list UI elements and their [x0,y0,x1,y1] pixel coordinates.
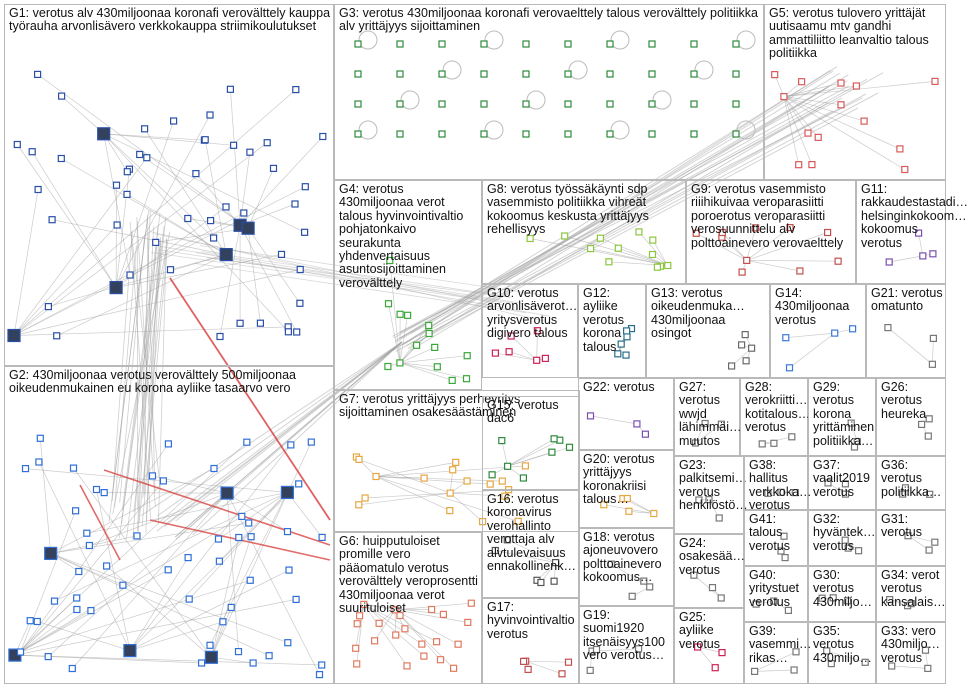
group-panel-g3: G3: verotus 430miljoonaa koronafi verova… [334,4,764,180]
group-label-g37: G37: vaalit2019 verotus [813,458,870,499]
group-label-g38: G38: hallitus verkkoka… verotus [749,458,812,513]
group-panel-g18: G18: verotus ajoneuvovero polttoainevero… [578,528,674,606]
group-label-g24: G24: osakesää… verotus [679,536,746,577]
group-label-g20: G20: verotus yrittäjyys koronakriisi tal… [583,452,655,507]
group-label-g22: G22: verotus [583,380,655,394]
group-panel-g5: G5: verotus tulovero yrittäjät uutisaamu… [764,4,946,180]
group-panel-g20: G20: verotus yrittäjyys koronakriisi tal… [578,450,674,528]
group-panel-g26: G26: verotus heureka [876,378,946,456]
group-label-g29: G29: verotus korona yrittäminen politiik… [813,380,875,448]
group-label-g28: G28: verokriitti… kotitalous… verotus [745,380,811,435]
group-label-g14: G14: 430miljoonaa verotus [775,286,850,327]
group-panel-g2: G2: 430miljoonaa verotus verovälttely 50… [4,366,334,684]
group-panel-g31: G31: verotus [876,510,946,566]
group-panel-g28: G28: verokriitti… kotitalous… verotus [740,378,811,456]
group-label-g32: G32: hyväntek… verotus [813,512,876,553]
group-label-g5: G5: verotus tulovero yrittäjät uutisaamu… [769,6,929,61]
group-label-g9: G9: verotus vasemmisto riiihikuivaa vero… [691,182,844,250]
group-label-g23: G23: palkitsemi… verotus henkilöstö… [679,458,748,513]
group-panel-g38: G38: hallitus verkkoka… verotus [744,456,812,513]
group-panel-g29: G29: verotus korona yrittäminen politiik… [808,378,876,456]
group-label-g10: G10: verotus arvonlisäverot… yritysverot… [487,286,578,341]
group-panel-g9: G9: verotus vasemmisto riiihikuivaa vero… [686,180,856,284]
group-label-g18: G18: verotus ajoneuvovero polttoainevero… [583,530,662,585]
group-label-g2: G2: 430miljoonaa verotus verovälttely 50… [9,368,296,396]
group-panel-g11: G11: rakkaudestastadi… helsinginkokoom… … [856,180,968,284]
group-panel-g33: G33: vero 430miljo… verotus [876,622,946,684]
group-panel-g7: G7: verotus yrittäjyys perheyritys sijoi… [334,390,580,532]
group-label-g35: G35: verotus 430miljo… [813,624,873,665]
group-label-g13: G13: verotus oikeudenmukа… 430miljoonaa … [651,286,745,341]
group-panel-g22: G22: verotus [578,378,674,450]
group-label-g19: G19: suomi1920 itsenäisyys100 vero verot… [583,608,665,663]
group-panel-g35: G35: verotus 430miljo… [808,622,876,684]
group-label-g17: G17: hyvinvointivaltio verotus [487,600,575,641]
group-label-g34: G34: verot verotus kansalais… [881,568,946,609]
group-panel-g34: G34: verot verotus kansalais… [876,566,946,622]
group-panel-g30: G30: verotus 430miljo… [808,566,876,622]
group-label-g1: G1: verotus alv 430miljoonaa koronafi ve… [9,6,331,34]
group-label-g31: G31: verotus [881,512,922,540]
group-label-g6: G6: huipputuloiset promille vero pääomat… [339,534,478,616]
group-panel-g10: G10: verotus arvonlisäverot… yritysverot… [482,284,578,378]
group-label-g33: G33: vero 430miljo… verotus [881,624,941,665]
group-panel-g37: G37: vaalit2019 verotus [808,456,876,510]
group-label-g36: G36: verotus politiikka… [881,458,942,499]
group-panel-g8: G8: verotus työssäkäynti sdp vasemmisto … [482,180,686,284]
group-panel-g6: G6: huipputuloiset promille vero pääomat… [334,532,482,684]
group-label-g21: G21: verotus omatunto [871,286,943,314]
group-panel-g27: G27: verotus wwjd lähimmäi… muutos [674,378,742,456]
group-label-g30: G30: verotus 430miljo… [813,568,873,609]
group-panel-g21: G21: verotus omatunto [866,284,946,378]
group-panel-g39: G39: vasemmi… rikas… [744,622,812,684]
group-panel-g36: G36: verotus politiikka… [876,456,946,510]
group-panel-g24: G24: osakesää… verotus [674,534,746,608]
group-label-g40: G40: yritystuet verotus [749,568,800,609]
group-panel-g40: G40: yritystuet verotus [744,566,808,622]
group-panel-g16: G16: verotus koronavirus verohallinto ve… [482,490,580,598]
group-label-g25: G25: ayliike verotus [679,610,720,651]
group-label-g15: G15: verotus dac6 [487,398,559,426]
group-panel-g13: G13: verotus oikeudenmukа… 430miljoonaa … [646,284,770,378]
group-label-g11: G11: rakkaudestastadi… helsinginkokoom… … [861,182,968,250]
group-label-g16: G16: verotus koronavirus verohallinto ve… [487,492,576,574]
group-label-g4: G4: verotus 430miljoonaa verot talous hy… [339,182,464,290]
group-panel-g14: G14: 430miljoonaa verotus [770,284,866,378]
group-panel-g1: G1: verotus alv 430miljoonaa koronafi ve… [4,4,334,366]
group-label-g41: G41: talous verotus [749,512,790,553]
group-panel-g12: G12: ayliike verotus korona talous [578,284,646,378]
group-label-g8: G8: verotus työssäkäynti sdp vasemmisto … [487,182,649,237]
group-label-g3: G3: verotus 430miljoonaa koronafi verova… [339,6,758,34]
group-label-g12: G12: ayliike verotus korona talous [583,286,624,354]
group-label-g27: G27: verotus wwjd lähimmäi… muutos [679,380,742,448]
group-panel-g4: G4: verotus 430miljoonaa verot talous hy… [334,180,482,390]
group-label-g7: G7: verotus yrittäjyys perheyritys sijoi… [339,392,521,420]
group-panel-g23: G23: palkitsemi… verotus henkilöstö… [674,456,748,534]
group-panel-g32: G32: hyväntek… verotus [808,510,876,566]
group-panel-g19: G19: suomi1920 itsenäisyys100 vero verot… [578,606,674,684]
group-panel-g17: G17: hyvinvointivaltio verotus [482,598,580,684]
group-label-g26: G26: verotus heureka [881,380,927,421]
group-label-g39: G39: vasemmi… rikas… [749,624,812,665]
group-panel-g15: G15: verotus dac6 [482,396,580,490]
group-panel-g41: G41: talous verotus [744,510,808,566]
group-panel-g25: G25: ayliike verotus [674,608,744,684]
